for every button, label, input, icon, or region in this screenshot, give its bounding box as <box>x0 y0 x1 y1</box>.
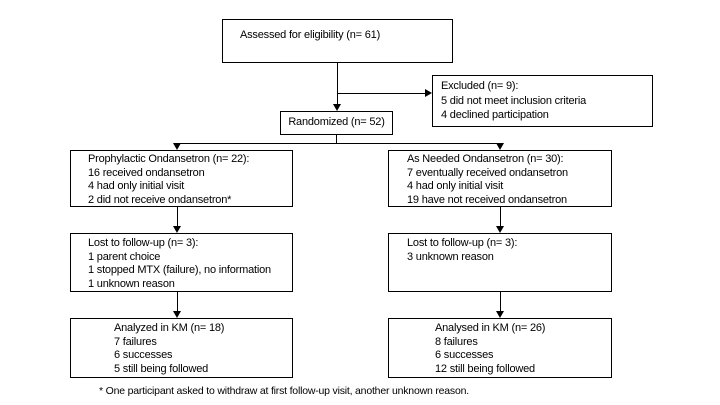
analyzed-title: Analysed in KM (n= 26) <box>435 322 546 334</box>
analyzed-detail: 12 still being followed <box>435 362 535 375</box>
assessed-text: Assessed for eligibility (n= 61) <box>240 29 381 41</box>
analyzed-detail: 6 successes <box>114 349 173 361</box>
excluded-reason: 5 did not meet inclusion criteria <box>441 94 587 107</box>
arrowhead-down-icon <box>496 143 504 150</box>
connector-branch-horizontal <box>176 142 501 144</box>
prophylactic-lost-followup-box: Lost to follow-up (n= 3): 1 parent choic… <box>70 233 293 292</box>
as-needed-lost-followup-box: Lost to follow-up (n= 3): 3 unknown reas… <box>388 233 612 292</box>
analyzed-detail: 7 failures <box>114 335 157 348</box>
excluded-title: Excluded (n= 9): <box>441 80 519 92</box>
arrowhead-down-icon <box>496 311 504 318</box>
arm-detail: 7 eventually received ondansetron <box>407 166 568 179</box>
connector-right-arm-to-lost <box>499 207 501 227</box>
lost-reason: 1 parent choice <box>88 250 161 263</box>
analyzed-detail: 8 failures <box>435 335 478 348</box>
connector-assessed-to-randomized <box>336 63 338 105</box>
arrowhead-down-icon <box>173 226 181 233</box>
excluded-box: Excluded (n= 9): 5 did not meet inclusio… <box>432 75 653 127</box>
connector-to-excluded <box>336 92 426 94</box>
lost-title: Lost to follow-up (n= 3): <box>407 237 518 249</box>
prophylactic-analyzed-box: Analyzed in KM (n= 18) 7 failures 6 succ… <box>70 318 293 378</box>
lost-title: Lost to follow-up (n= 3): <box>88 237 199 249</box>
lost-reason: 3 unknown reason <box>407 250 494 263</box>
prophylactic-arm-box: Prophylactic Ondansetron (n= 22): 16 rec… <box>70 150 293 207</box>
arrowhead-down-icon <box>496 226 504 233</box>
arm-detail: 19 have not received ondansetron <box>407 193 567 206</box>
connector-randomized-stub <box>335 135 337 144</box>
arm-detail: 4 had only initial visit <box>407 180 504 192</box>
arrowhead-down-icon <box>333 104 341 111</box>
arm-detail: 16 received ondansetron <box>88 166 205 179</box>
arm-detail: 4 had only initial visit <box>88 180 185 192</box>
arrowhead-down-icon <box>173 143 181 150</box>
randomized-text: Randomized (n= 52) <box>288 116 385 128</box>
arrowhead-down-icon <box>173 311 181 318</box>
analyzed-title: Analyzed in KM (n= 18) <box>114 322 225 334</box>
lost-reason: 1 unknown reason <box>88 277 175 290</box>
analyzed-detail: 5 still being followed <box>114 362 209 375</box>
excluded-reason: 4 declined participation <box>441 109 549 121</box>
connector-right-lost-to-analyzed <box>499 292 501 312</box>
as-needed-analyzed-box: Analysed in KM (n= 26) 8 failures 6 succ… <box>388 318 612 378</box>
assessed-for-eligibility-box: Assessed for eligibility (n= 61) <box>222 19 453 63</box>
arm-title: As Needed Ondansetron (n= 30): <box>407 153 564 165</box>
lost-reason: 1 stopped MTX (failure), no information <box>88 264 271 276</box>
connector-left-arm-to-lost <box>176 207 178 227</box>
arm-detail: 2 did not receive ondansetron* <box>88 193 232 206</box>
analyzed-detail: 6 successes <box>435 349 494 361</box>
as-needed-arm-box: As Needed Ondansetron (n= 30): 7 eventua… <box>388 150 612 207</box>
connector-left-lost-to-analyzed <box>176 292 178 312</box>
arrowhead-right-icon <box>425 89 432 97</box>
randomized-box: Randomized (n= 52) <box>280 111 393 135</box>
footnote: * One participant asked to withdraw at f… <box>99 385 469 397</box>
arm-title: Prophylactic Ondansetron (n= 22): <box>88 153 250 165</box>
